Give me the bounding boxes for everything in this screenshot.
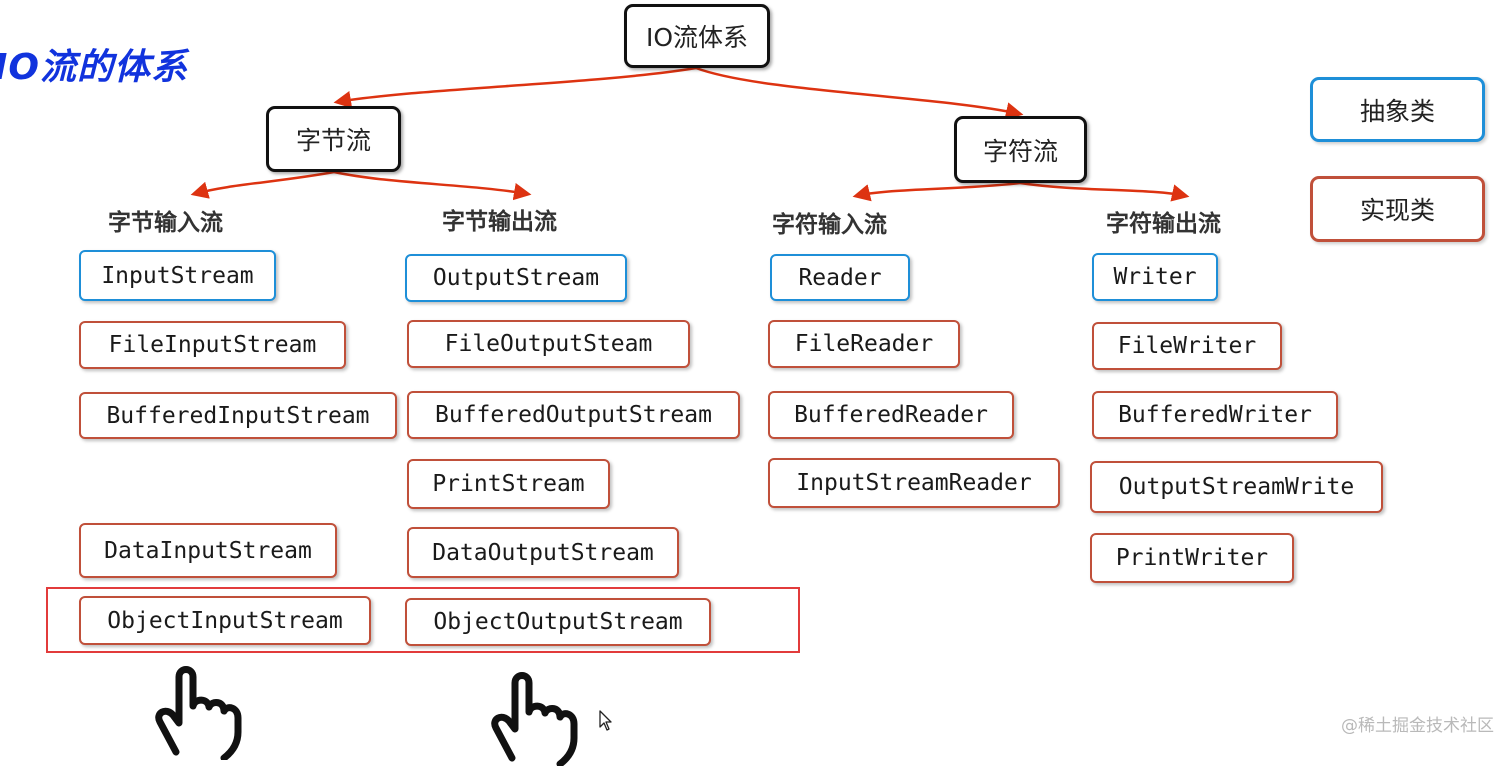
root-node: IO流体系: [624, 4, 770, 68]
class-box: BufferedWriter: [1092, 391, 1338, 439]
object-stream-highlight-frame: [46, 587, 800, 653]
arrow-byte-to-output: [333, 170, 532, 201]
class-box-abstract: Reader: [770, 254, 910, 301]
byte-stream-node: 字节流: [266, 106, 401, 172]
class-box: FileReader: [768, 320, 960, 368]
arrow-root-to-char: [695, 66, 1024, 120]
arrow-char-to-input: [852, 181, 1021, 202]
arrow-char-to-output: [1019, 181, 1190, 202]
class-box: OutputStreamWrite: [1090, 461, 1383, 513]
class-box: FileInputStream: [79, 321, 346, 369]
pointing-hand-icon: [491, 672, 578, 766]
class-box: BufferedInputStream: [79, 392, 397, 439]
class-box: DataInputStream: [79, 523, 337, 578]
class-box: FileOutputSteam: [407, 320, 690, 368]
class-box: BufferedOutputStream: [407, 391, 740, 439]
class-box-abstract: InputStream: [79, 250, 276, 301]
category-byte-input: 字节输入流: [108, 210, 223, 236]
char-stream-node: 字符流: [954, 116, 1087, 183]
class-box: ObjectOutputStream: [405, 598, 711, 646]
cursor-arrow-icon: [599, 710, 612, 731]
class-box: FileWriter: [1092, 322, 1282, 370]
class-box: PrintWriter: [1090, 533, 1294, 583]
class-box: PrintStream: [407, 459, 610, 509]
category-char-output: 字符输出流: [1106, 211, 1221, 237]
class-box: InputStreamReader: [768, 458, 1060, 508]
legend-implementation-class: 实现类: [1310, 176, 1485, 242]
legend-abstract-class: 抽象类: [1310, 77, 1485, 142]
category-byte-output: 字节输出流: [442, 209, 557, 235]
class-box-abstract: Writer: [1092, 253, 1218, 301]
arrow-root-to-byte: [333, 66, 697, 109]
arrow-byte-to-input: [190, 170, 335, 199]
class-box: ObjectInputStream: [79, 596, 371, 645]
watermark: @稀土掘金技术社区: [1341, 716, 1494, 736]
pointing-hand-icon: [155, 666, 242, 760]
class-box: BufferedReader: [768, 391, 1014, 439]
category-char-input: 字符输入流: [772, 212, 887, 238]
class-box: DataOutputStream: [407, 527, 679, 578]
class-box-abstract: OutputStream: [405, 254, 627, 302]
handwritten-title: IO流的体系: [0, 47, 188, 88]
